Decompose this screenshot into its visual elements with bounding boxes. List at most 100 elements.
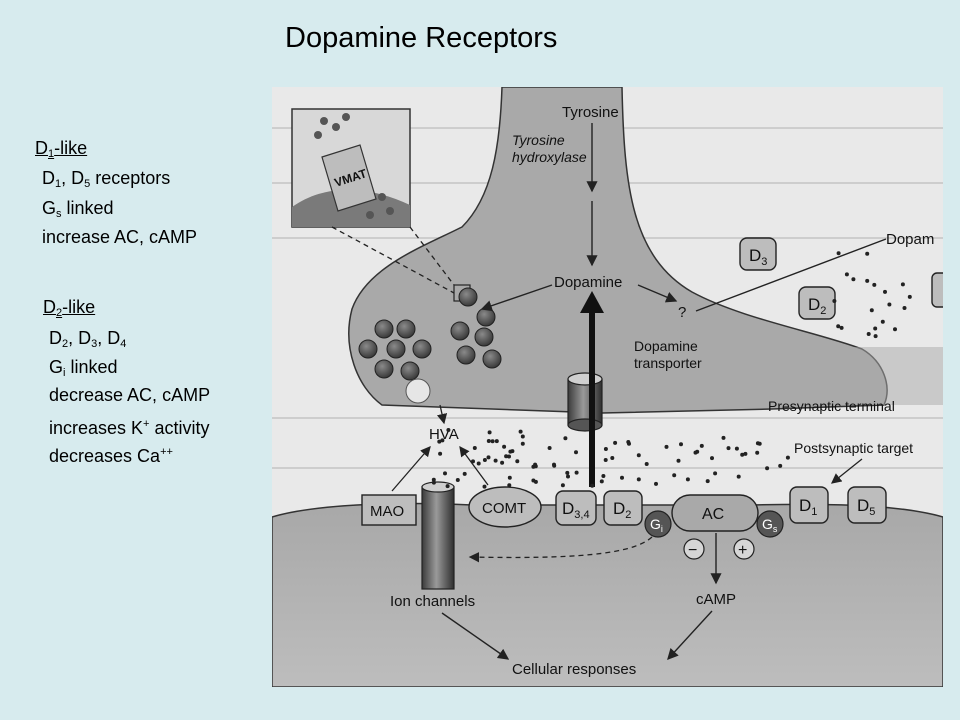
tyrosine-hydroxylase-label-1: Tyrosine: [512, 132, 565, 148]
dopamine-dot: [610, 456, 615, 460]
dopamine-dot: [599, 479, 604, 484]
dopamine-dot: [865, 278, 870, 283]
dopamine-dot: [883, 289, 887, 294]
cellular-responses-label: Cellular responses: [512, 661, 636, 678]
dopamine-dot: [765, 466, 770, 471]
svg-text:D2: D2: [613, 499, 631, 521]
dopamine-dot: [590, 483, 595, 488]
dopamine-cut-label: Dopam: [886, 231, 934, 248]
postsynaptic-target-label: Postsynaptic target: [794, 440, 913, 456]
dopamine-dot: [533, 479, 538, 484]
d1-like-heading: D1-like: [35, 137, 87, 165]
dopamine-dot: [494, 439, 499, 444]
dopamine-dot: [520, 434, 525, 439]
d1-line-gs-linked: Gs linked: [42, 198, 114, 220]
dopamine-dot: [437, 439, 442, 444]
vmat-inset: VMAT: [291, 108, 411, 228]
dopamine-dot: [504, 454, 509, 459]
dopamine-dot: [486, 455, 491, 460]
dopamine-dot: [563, 436, 568, 441]
mao-enzyme: MAO: [361, 494, 417, 526]
dopamine-dot: [476, 461, 481, 466]
dopamine-dot: [887, 302, 892, 307]
dopamine-dot: [613, 440, 618, 445]
dopamine-dot: [654, 481, 658, 486]
dopamine-dot: [507, 454, 511, 459]
dopamine-dot: [560, 483, 565, 488]
dopamine-dot: [866, 332, 871, 336]
dopamine-dot: [443, 471, 447, 476]
mao-label: MAO: [370, 503, 404, 520]
dopamine-dot: [486, 439, 491, 443]
d1-line-increase: increase AC, cAMP: [42, 227, 198, 247]
dopamine-dot: [507, 475, 512, 480]
dopamine-dot: [736, 474, 741, 479]
receptor-d34-postsynaptic: D3,4: [555, 490, 597, 526]
adenylyl-cyclase: AC: [671, 494, 759, 532]
d1-heading-suffix: -like: [54, 138, 88, 158]
dopamine-dot: [552, 463, 557, 468]
presynaptic-terminal: [348, 87, 888, 414]
dopamine-dot: [900, 282, 905, 287]
dopamine-dot: [490, 439, 495, 444]
receptor-d1-postsynaptic: D1: [789, 486, 829, 524]
svg-text:+: +: [738, 542, 747, 559]
dopamine-dot: [705, 479, 710, 484]
svg-text:D1: D1: [799, 496, 817, 518]
dopamine-dot: [685, 477, 690, 482]
d1-heading-text: D: [35, 138, 48, 158]
dopamine-dot: [721, 435, 726, 440]
dopamine-dot: [893, 327, 897, 332]
dopamine-dot: [869, 308, 874, 313]
dopamine-dot: [462, 471, 467, 476]
dopamine-dot: [566, 474, 570, 479]
dopamine-dot: [832, 299, 837, 303]
dopamine-dot: [710, 456, 714, 461]
dopamine-dot: [472, 446, 477, 450]
d2-line-calcium: decreases Ca++: [49, 446, 173, 466]
dopamine-dot: [873, 326, 878, 331]
dopamine-dot: [510, 449, 515, 454]
dopamine-dot: [493, 458, 498, 463]
tyrosine-label: Tyrosine: [562, 104, 619, 121]
dopamine-dot: [455, 478, 460, 482]
dopamine-dot: [431, 477, 436, 482]
dopamine-dot: [636, 477, 641, 482]
slide-title: Dopamine Receptors: [285, 22, 558, 54]
dopamine-dot: [487, 430, 492, 435]
dopamine-dot: [518, 429, 523, 434]
dopamine-dot: [601, 474, 606, 478]
synapse-figure: VMAT Tyrosine Tyrosine hydroxylase Dopam…: [272, 87, 943, 687]
dopamine-dot: [873, 334, 878, 339]
presynaptic-terminal-label: Presynaptic terminal: [768, 398, 895, 414]
dopamine-dot: [547, 446, 552, 450]
dopamine-dot: [713, 471, 718, 476]
dopamine-dot: [836, 324, 841, 329]
dopamine-dot: [676, 458, 681, 463]
d1-heading-sub: 1: [48, 148, 55, 160]
d2-line-gi-linked: Gi linked: [49, 357, 118, 379]
dopamine-dot: [438, 451, 443, 456]
dopamine-dot: [865, 251, 870, 256]
comt-label: COMT: [482, 500, 526, 517]
dopamine-dot: [515, 459, 520, 464]
dopamine-dot: [844, 272, 849, 277]
transporter-label-1: Dopamine: [634, 338, 698, 354]
svg-text:D2: D2: [808, 295, 826, 317]
receptor-d2-postsynaptic: D2: [603, 490, 643, 526]
d1-line-receptors: D1, D5 receptors: [42, 168, 171, 190]
d2-heading-sub: 2: [56, 307, 63, 319]
gi-protein: Gi: [644, 510, 672, 538]
dopamine-dot: [839, 325, 844, 330]
d2-line-decrease: decrease AC, cAMP: [49, 385, 211, 405]
dopamine-dot: [672, 473, 677, 478]
dopamine-dot: [644, 462, 649, 466]
dopamine-dot: [740, 452, 745, 457]
receptor-d2-presynaptic: D2: [798, 286, 836, 320]
tyrosine-hydroxylase-label-2: hydroxylase: [512, 149, 587, 165]
dopamine-dot: [778, 463, 783, 468]
synaptic-vesicles: [358, 287, 502, 404]
ion-channel: [421, 481, 455, 590]
dopamine-dot: [482, 458, 487, 462]
synapse-diagram: VMAT Tyrosine Tyrosine hydroxylase Dopam…: [272, 87, 943, 687]
